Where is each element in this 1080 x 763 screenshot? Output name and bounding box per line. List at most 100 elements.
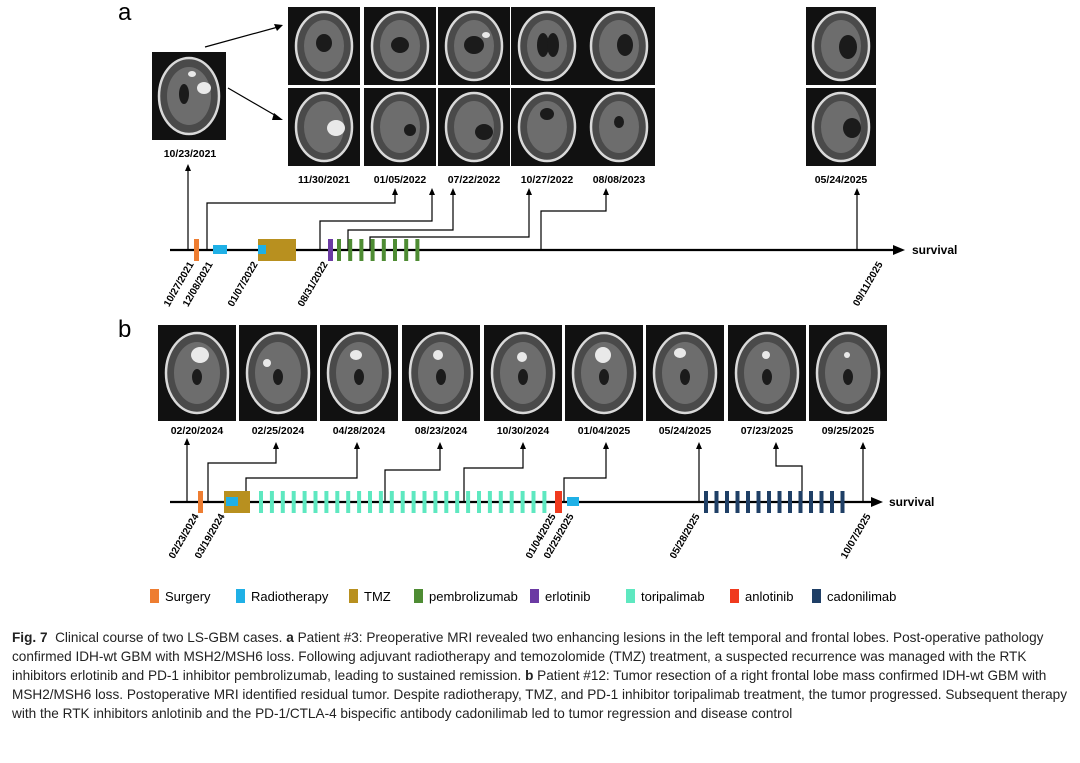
legend-item: erlotinib	[530, 589, 591, 604]
legend-label: TMZ	[364, 589, 391, 604]
legend-swatch	[414, 589, 423, 603]
mri-image-a-right-bottom	[806, 88, 876, 166]
cadonilimab-dose	[788, 491, 792, 513]
figure-canvas: a b	[118, 0, 957, 604]
panel-b-connectors	[184, 438, 866, 502]
pembrolizumab-dose	[348, 239, 353, 261]
a-tmz-bar	[258, 239, 296, 261]
toripalimab-dose	[542, 491, 547, 513]
toripalimab-dose	[357, 491, 362, 513]
toripalimab-dose	[259, 491, 263, 513]
caption-title: Clinical course of two LS-GBM cases.	[55, 630, 283, 645]
toripalimab-dose	[400, 491, 405, 513]
mri-image-b-3	[320, 325, 398, 421]
toripalimab-dose	[324, 491, 329, 513]
panel-a-mri-images	[152, 7, 876, 166]
legend-item: pembrolizumab	[414, 589, 518, 604]
cadonilimab-dose	[704, 491, 708, 513]
mri-image-b-8	[728, 325, 806, 421]
toripalimab-dose	[477, 491, 481, 513]
mri-image-b-2	[239, 325, 317, 421]
toripalimab-dose	[498, 491, 503, 513]
legend-swatch	[626, 589, 635, 603]
toripalimab-dose	[411, 491, 416, 513]
b-scan-date: 05/24/2025	[659, 425, 712, 437]
toripalimab-dose	[269, 491, 274, 513]
legend-swatch	[812, 589, 821, 603]
toripalimab-dose	[302, 491, 307, 513]
cadonilimab-dose	[756, 491, 761, 513]
pembrolizumab-dose	[415, 239, 420, 261]
toripalimab-dose	[335, 491, 340, 513]
panel-b-survival-label: survival	[889, 495, 934, 509]
treatment-legend: Surgery Radiotherapy TMZ pembrolizumab erlot…	[150, 589, 896, 604]
b-scan-date: 07/23/2025	[741, 425, 794, 437]
toripalimab-dose	[444, 491, 449, 513]
a-pembrolizumab-ticks	[337, 239, 420, 261]
panel-b-mri-images	[158, 325, 887, 421]
legend-item: cadonilimab	[812, 589, 896, 604]
pembrolizumab-dose	[359, 239, 364, 261]
cadonilimab-dose	[767, 491, 771, 513]
b-scan-date: 04/28/2024	[333, 425, 386, 437]
mri-image-preop	[152, 52, 226, 140]
toripalimab-dose	[509, 491, 514, 513]
pembrolizumab-dose	[404, 239, 409, 261]
legend-label: toripalimab	[641, 589, 705, 604]
toripalimab-dose	[389, 491, 394, 513]
mri-image-a-bottom-5	[583, 88, 655, 166]
toripalimab-dose	[466, 491, 471, 513]
caption-a-text: Patient #3: Preoperative MRI revealed tw…	[12, 630, 1044, 683]
a-timeline-date: 08/31/2022	[296, 260, 331, 309]
b-timeline-date: 05/28/2025	[668, 512, 703, 561]
mri-image-a-bottom-4	[511, 88, 583, 166]
toripalimab-dose	[291, 491, 296, 513]
cadonilimab-dose	[830, 491, 834, 513]
mri-image-b-4	[402, 325, 480, 421]
a-radiotherapy-bar	[213, 245, 227, 254]
panel-b-treatments	[198, 491, 845, 513]
panel-a-connectors	[185, 164, 860, 250]
legend-label: anlotinib	[745, 589, 793, 604]
mri-image-a-bottom-1	[288, 88, 360, 166]
legend-label: pembrolizumab	[429, 589, 518, 604]
legend-swatch	[150, 589, 159, 603]
legend-swatch	[530, 589, 539, 603]
mri-image-b-6	[565, 325, 643, 421]
legend-item: toripalimab	[626, 589, 705, 604]
legend-swatch	[236, 589, 245, 603]
b-anlotinib-bar	[555, 491, 562, 513]
legend-label: Surgery	[165, 589, 211, 604]
b-cadonilimab-ticks	[704, 491, 845, 513]
legend-swatch	[730, 589, 739, 603]
panel-a-survival-label: survival	[912, 243, 957, 257]
b-scan-date: 01/04/2025	[578, 425, 631, 437]
pembrolizumab-dose	[381, 239, 386, 261]
toripalimab-dose	[368, 491, 372, 513]
legend-item: anlotinib	[730, 589, 793, 604]
a-scan-date: 05/24/2025	[815, 174, 868, 186]
panel-a-treatments	[194, 239, 420, 261]
figure-caption: Fig. 7 Clinical course of two LS-GBM cas…	[12, 628, 1070, 723]
cadonilimab-dose	[725, 491, 729, 513]
caption-b-label: b	[525, 668, 534, 683]
b-timeline-date: 10/07/2025	[839, 512, 874, 561]
cadonilimab-dose	[735, 491, 740, 513]
cadonilimab-dose	[840, 491, 845, 513]
cadonilimab-dose	[714, 491, 719, 513]
pembrolizumab-dose	[337, 239, 341, 261]
legend-swatch	[349, 589, 358, 603]
a-scan-date: 10/27/2022	[521, 174, 574, 186]
mri-image-a-bottom-2	[364, 88, 436, 166]
legend-item: Surgery	[150, 589, 211, 604]
mri-image-a-top-3	[438, 7, 510, 85]
a-surgery-bar	[194, 239, 199, 261]
b-radiotherapy-overlap	[226, 497, 238, 506]
b-surgery-bar	[198, 491, 203, 513]
legend-item: TMZ	[349, 589, 391, 604]
toripalimab-dose	[487, 491, 492, 513]
legend-item: Radiotherapy	[236, 589, 329, 604]
